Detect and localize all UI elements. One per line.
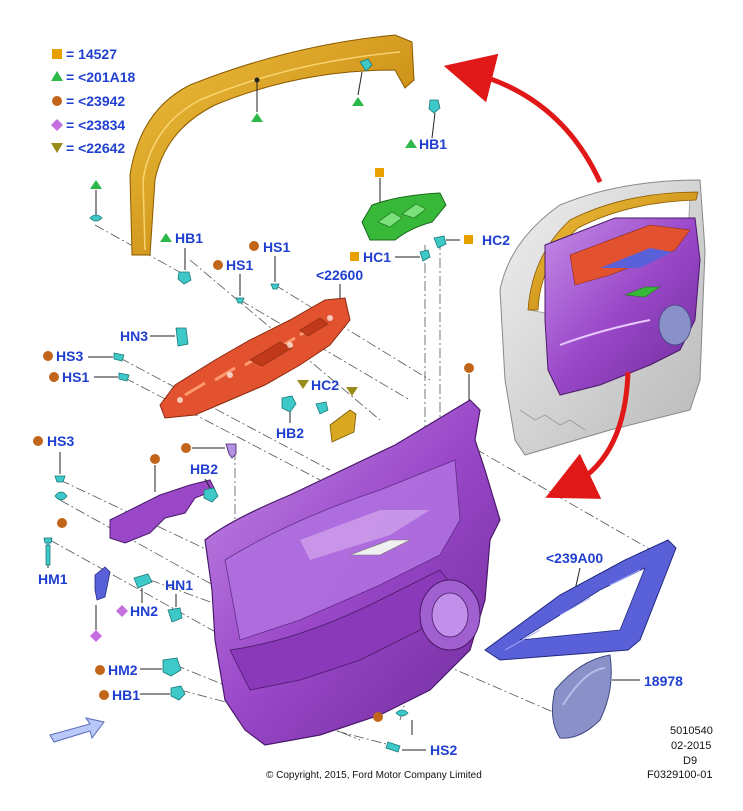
hb1-top-label: HB1 <box>419 136 447 152</box>
hc2-mid-clip-icon <box>315 401 329 415</box>
red-curved-arrow-icon <box>443 53 631 499</box>
footer: 5010540 02-2015 D9 F0329100-01 © Copyrig… <box>266 725 713 781</box>
legend-item-2: = <201A18 <box>66 69 135 85</box>
legend-item-3: = <23942 <box>66 93 125 109</box>
figure-id: F0329100-01 <box>647 769 712 781</box>
window-switch-bezel[interactable] <box>361 168 447 241</box>
copyright: © Copyright, 2015, Ford Motor Company Li… <box>266 770 482 781</box>
hs2-clip-icon <box>395 709 409 717</box>
legend-circle-icon <box>52 96 62 106</box>
legend-triangle-icon <box>51 71 63 81</box>
hs2-label: HS2 <box>430 742 457 758</box>
hc1-clip-icon <box>419 249 431 262</box>
bezel-square-icon <box>375 168 384 177</box>
speaker-grille[interactable]: 18978 <box>551 654 683 739</box>
frame-clip-top-icon <box>359 58 373 72</box>
hn2-label: HN2 <box>130 603 158 619</box>
hb2-low-label: HB2 <box>190 461 218 477</box>
legend-item-5: = <22642 <box>66 140 125 156</box>
hb1-left-clip-icon <box>177 271 192 285</box>
legend-item-1: = 14527 <box>66 46 117 62</box>
front-arrow-icon <box>49 717 105 743</box>
hc2-mid-label: HC2 <box>311 377 339 393</box>
hn3-nut-icon <box>175 327 189 347</box>
hc2-top-label: HC2 <box>482 232 510 248</box>
frame-clips: HB1 HB1 <box>89 58 447 285</box>
hm1-screw-icon <box>43 537 53 566</box>
hc2-mid-bracket-icon <box>329 409 357 443</box>
hs3-mid-screw-icon <box>113 352 125 362</box>
hs2-screw-icon <box>385 741 401 753</box>
ref-number: 5010540 <box>670 725 713 737</box>
bracket-fasteners: HN3 HS3 HS1 HB2 HC2 <box>43 327 358 443</box>
hs1-top-group: HS1 HS1 <22600 <box>213 239 363 304</box>
upper-bolt-icon <box>225 443 237 459</box>
hc1-label: HC1 <box>363 249 391 265</box>
hb1-low-clip-icon <box>170 685 186 701</box>
hm2-label: HM2 <box>108 662 138 678</box>
molding-strip[interactable]: <239A00 <box>484 539 677 661</box>
hn1-label: HN1 <box>165 577 193 593</box>
complete-door-view <box>499 179 706 456</box>
hb2-low-clip-icon <box>203 487 219 503</box>
hn1-nut-icon <box>167 607 183 623</box>
hs1-a-label: HS1 <box>263 239 290 255</box>
hs1-mid-screw-icon <box>118 372 130 382</box>
hm1-label: HM1 <box>38 571 68 587</box>
hb2-mid-label: HB2 <box>276 425 304 441</box>
hb1-left-label: HB1 <box>175 230 203 246</box>
hn2-nut-icon <box>133 573 153 589</box>
hs1-a-screw-icon <box>270 283 280 290</box>
trim-bracket[interactable] <box>159 297 351 419</box>
hc-clips-top: HC2 HC1 <box>350 232 510 265</box>
legend-item-4: = <23834 <box>66 117 125 133</box>
frame-clip-left-icon <box>89 214 103 222</box>
legend-triangle-down-icon <box>51 143 63 153</box>
hb2-mid-clip-icon <box>281 395 297 413</box>
legend: = 14527 = <201A18 = <23942 = <23834 = <2… <box>51 46 135 156</box>
hs1-mid-label: HS1 <box>62 369 89 385</box>
hs3-low-label: HS3 <box>47 433 74 449</box>
hb1-low-label: HB1 <box>112 687 140 703</box>
series-code: D9 <box>683 755 697 767</box>
hs2-group: HS2 <box>373 709 457 758</box>
lower-left-hardware: HS3 HB2 HM1 HN2 HN1 HM2 HB1 <box>33 433 237 703</box>
door-frame-upper[interactable] <box>129 34 415 256</box>
hm2-nut-icon <box>162 657 182 677</box>
hc2-top-clip-icon <box>433 235 447 249</box>
hs3-low-screw-icon <box>54 475 66 483</box>
legend-square-icon <box>52 49 62 59</box>
frame-clip-triangle-icon <box>251 113 263 122</box>
handle-lever-icon <box>94 566 111 601</box>
hs3-low-clip-icon <box>54 491 68 501</box>
hs1-b-label: HS1 <box>226 257 253 273</box>
legend-diamond-icon <box>51 119 63 131</box>
part-22600-label: <22600 <box>316 267 363 283</box>
hs3-mid-label: HS3 <box>56 348 83 364</box>
door-trim-panel[interactable] <box>204 399 501 746</box>
handle-bracket-icon <box>109 479 216 544</box>
hn3-label: HN3 <box>120 328 148 344</box>
hb1-top-clip-icon <box>428 99 441 114</box>
part-239a00-label: <239A00 <box>546 550 603 566</box>
hs1-b-screw-icon <box>235 297 245 304</box>
part-18978-label: 18978 <box>644 673 683 689</box>
date-code: 02-2015 <box>671 740 711 752</box>
